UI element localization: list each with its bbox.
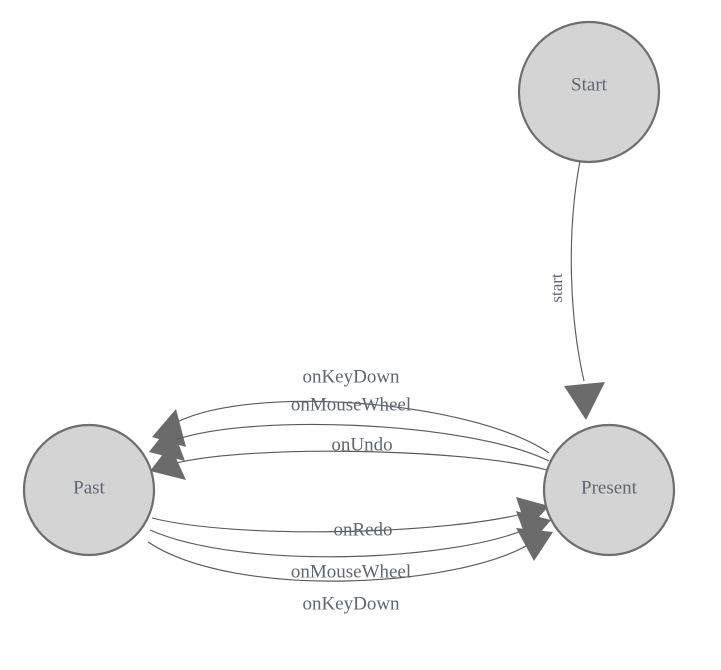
edge-start-to-present-path bbox=[570, 160, 585, 382]
edge-past-to-present-redo-label: onRedo bbox=[333, 519, 392, 540]
node-past-label: Past bbox=[73, 477, 105, 498]
node-past[interactable]: Past bbox=[22, 423, 156, 557]
edge-present-to-past-undo-label: onUndo bbox=[331, 434, 392, 455]
edge-present-to-past-keydown-path bbox=[169, 400, 550, 454]
edge-group: start onKeyDown onMouseWheel onUndo bbox=[147, 160, 605, 614]
edge-past-to-present-keydown[interactable]: onKeyDown bbox=[147, 528, 553, 614]
edge-present-to-past-undo-arrowhead bbox=[150, 445, 186, 480]
node-present-label: Present bbox=[581, 477, 638, 498]
edge-present-to-past-mousewheel[interactable]: onMouseWheel bbox=[149, 394, 550, 462]
edge-present-to-past-keydown-label: onKeyDown bbox=[302, 366, 400, 387]
edge-present-to-past-mousewheel-path bbox=[166, 423, 550, 462]
edge-past-to-present-redo[interactable]: onRedo bbox=[151, 497, 549, 540]
edge-past-to-present-keydown-label: onKeyDown bbox=[302, 593, 400, 614]
edge-start-to-present[interactable]: start bbox=[547, 160, 605, 420]
node-present[interactable]: Present bbox=[542, 423, 676, 557]
edge-past-to-present-keydown-arrowhead bbox=[516, 528, 553, 561]
edge-present-to-past-undo[interactable]: onUndo bbox=[150, 434, 548, 480]
edge-present-to-past-mousewheel-arrowhead bbox=[149, 424, 185, 461]
edge-past-to-present-mousewheel-label: onMouseWheel bbox=[291, 561, 411, 582]
edge-past-to-present-mousewheel-arrowhead bbox=[516, 511, 551, 546]
edge-past-to-present-mousewheel[interactable]: onMouseWheel bbox=[149, 511, 551, 582]
node-present-circle bbox=[542, 423, 676, 557]
node-start-label: Start bbox=[571, 74, 608, 95]
edge-start-to-present-arrowhead bbox=[564, 382, 605, 420]
node-start[interactable]: Start bbox=[517, 20, 661, 164]
node-past-circle bbox=[22, 423, 156, 557]
edge-past-to-present-redo-path bbox=[151, 511, 531, 533]
edge-present-to-past-mousewheel-label: onMouseWheel bbox=[291, 394, 411, 415]
edge-past-to-present-mousewheel-path bbox=[149, 526, 532, 558]
edge-present-to-past-undo-path bbox=[168, 450, 548, 471]
edge-past-to-present-keydown-path bbox=[147, 541, 534, 582]
edge-start-to-present-label: start bbox=[547, 273, 566, 303]
node-group: Start Past Present bbox=[22, 20, 676, 557]
node-start-circle bbox=[517, 20, 661, 164]
